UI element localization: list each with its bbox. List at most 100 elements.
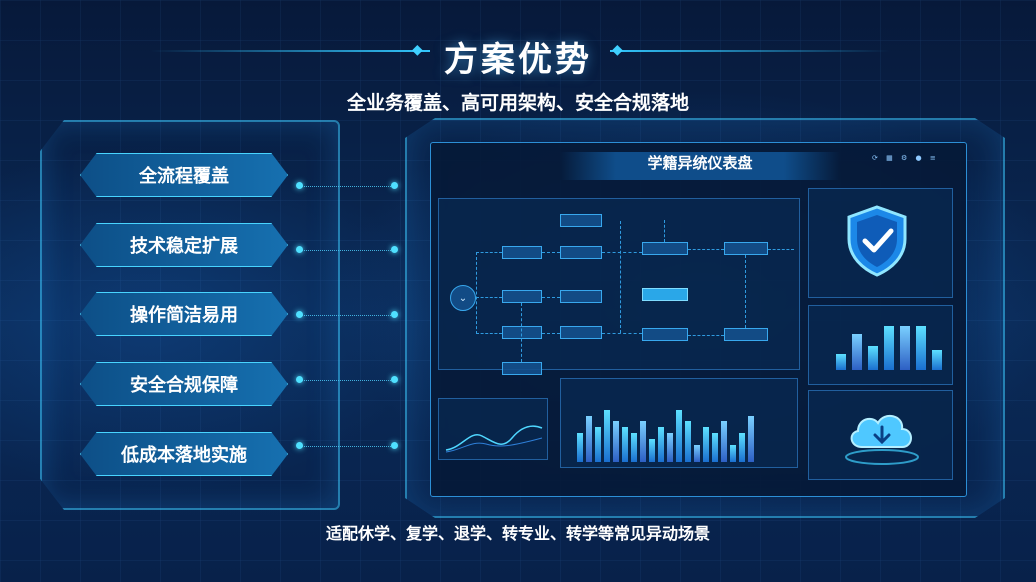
connector-dot bbox=[296, 182, 303, 189]
connector-dot bbox=[296, 311, 303, 318]
advantage-easy-operation[interactable]: 操作简洁易用 bbox=[80, 292, 288, 336]
flow-connector bbox=[602, 252, 642, 253]
connector-line bbox=[300, 250, 395, 251]
bar bbox=[631, 433, 637, 462]
flow-node[interactable] bbox=[560, 326, 602, 339]
title-decoration-left bbox=[150, 50, 430, 52]
bar bbox=[649, 438, 655, 462]
connector-dot bbox=[391, 311, 398, 318]
line-chart-series-2 bbox=[445, 437, 543, 453]
chevron-left-icon: ◆ bbox=[612, 42, 623, 58]
chevron-down-icon: ⌄ bbox=[458, 292, 468, 304]
bar bbox=[640, 421, 646, 462]
grid-icon[interactable]: ▦ bbox=[886, 154, 896, 162]
flow-node[interactable] bbox=[642, 242, 688, 255]
flow-node[interactable] bbox=[502, 326, 542, 339]
bar bbox=[712, 433, 718, 462]
connector-dot bbox=[296, 246, 303, 253]
flow-connector bbox=[476, 297, 502, 298]
refresh-icon[interactable]: ⟳ bbox=[872, 154, 881, 162]
bar bbox=[916, 326, 926, 370]
flow-connector bbox=[602, 333, 642, 334]
flow-node[interactable] bbox=[560, 214, 602, 227]
dashboard-title: 学籍异统仪表盘 bbox=[560, 152, 840, 180]
flow-node[interactable] bbox=[560, 246, 602, 259]
flow-connector bbox=[542, 252, 560, 253]
shield-check-icon bbox=[847, 205, 907, 277]
flow-node-highlight[interactable] bbox=[642, 288, 688, 301]
flow-connector bbox=[688, 249, 724, 250]
bar bbox=[730, 444, 736, 462]
bar bbox=[694, 444, 700, 462]
flow-connector bbox=[542, 333, 560, 334]
flow-connector bbox=[745, 255, 746, 328]
bar bbox=[577, 433, 583, 462]
bar bbox=[658, 427, 664, 462]
flow-node[interactable] bbox=[724, 242, 768, 255]
bar bbox=[884, 326, 894, 370]
stats-card bbox=[808, 305, 953, 385]
menu-icon[interactable]: ≡ bbox=[929, 154, 939, 162]
connector-line bbox=[300, 315, 395, 316]
bar bbox=[586, 415, 592, 462]
advantage-security-compliance[interactable]: 安全合规保障 bbox=[80, 362, 288, 406]
flow-node[interactable] bbox=[502, 246, 542, 259]
flow-chart-card bbox=[438, 198, 800, 370]
bar bbox=[748, 415, 754, 462]
flow-connector bbox=[620, 221, 621, 333]
bar bbox=[676, 409, 682, 462]
title-decoration-right bbox=[610, 50, 890, 52]
bar bbox=[852, 334, 862, 370]
bar bbox=[836, 354, 846, 370]
connector-dot bbox=[296, 376, 303, 383]
connector-dot bbox=[391, 182, 398, 189]
connector-dot bbox=[391, 442, 398, 449]
bar bbox=[595, 427, 601, 462]
flow-connector bbox=[542, 297, 560, 298]
bar bbox=[667, 433, 673, 462]
user-icon[interactable]: ● bbox=[915, 154, 925, 162]
cloud-download-icon bbox=[845, 414, 919, 465]
bar bbox=[604, 409, 610, 462]
bar bbox=[685, 421, 691, 462]
advantage-low-cost[interactable]: 低成本落地实施 bbox=[80, 432, 288, 476]
flow-node[interactable] bbox=[560, 290, 602, 303]
bar bbox=[613, 421, 619, 462]
flow-node[interactable] bbox=[724, 328, 768, 341]
connector-line bbox=[300, 186, 395, 187]
flow-node[interactable] bbox=[642, 328, 688, 341]
settings-icon[interactable]: ⚙ bbox=[900, 154, 911, 162]
dashboard-toolbar: ⟳ ▦ ⚙ ● ≡ bbox=[872, 154, 939, 162]
line-chart bbox=[445, 425, 543, 453]
connector-line bbox=[300, 446, 395, 447]
advantage-stable-scaling[interactable]: 技术稳定扩展 bbox=[80, 223, 288, 267]
flow-start-node[interactable]: ⌄ bbox=[450, 285, 476, 311]
flow-connector bbox=[476, 333, 502, 334]
bar bbox=[932, 350, 942, 370]
bar bbox=[900, 326, 910, 370]
connector-dot bbox=[391, 376, 398, 383]
page-title: 方案优势 bbox=[444, 40, 592, 80]
flow-connector bbox=[664, 220, 665, 242]
flow-connector bbox=[476, 252, 477, 334]
bar bbox=[622, 427, 628, 462]
bar bbox=[868, 346, 878, 370]
chevron-right-icon: ◆ bbox=[412, 42, 423, 58]
flow-connector bbox=[476, 252, 502, 253]
flow-connector bbox=[521, 303, 522, 362]
bar bbox=[739, 433, 745, 462]
dashboard-frame bbox=[405, 118, 1005, 518]
flow-connector bbox=[688, 335, 724, 336]
flow-node[interactable] bbox=[502, 290, 542, 303]
page-subtitle: 全业务覆盖、高可用架构、安全合规落地 bbox=[346, 92, 689, 114]
bar bbox=[721, 421, 727, 462]
flow-node[interactable] bbox=[502, 362, 542, 375]
connector-dot bbox=[391, 246, 398, 253]
footer-caption: 适配休学、复学、退学、转专业、转学等常见异动场景 bbox=[325, 524, 710, 543]
line-chart-series bbox=[445, 425, 543, 451]
flow-connector bbox=[768, 249, 794, 250]
advantage-full-process[interactable]: 全流程覆盖 bbox=[80, 153, 288, 197]
bar bbox=[703, 427, 709, 462]
connector-line bbox=[300, 380, 395, 381]
connector-dot bbox=[296, 442, 303, 449]
